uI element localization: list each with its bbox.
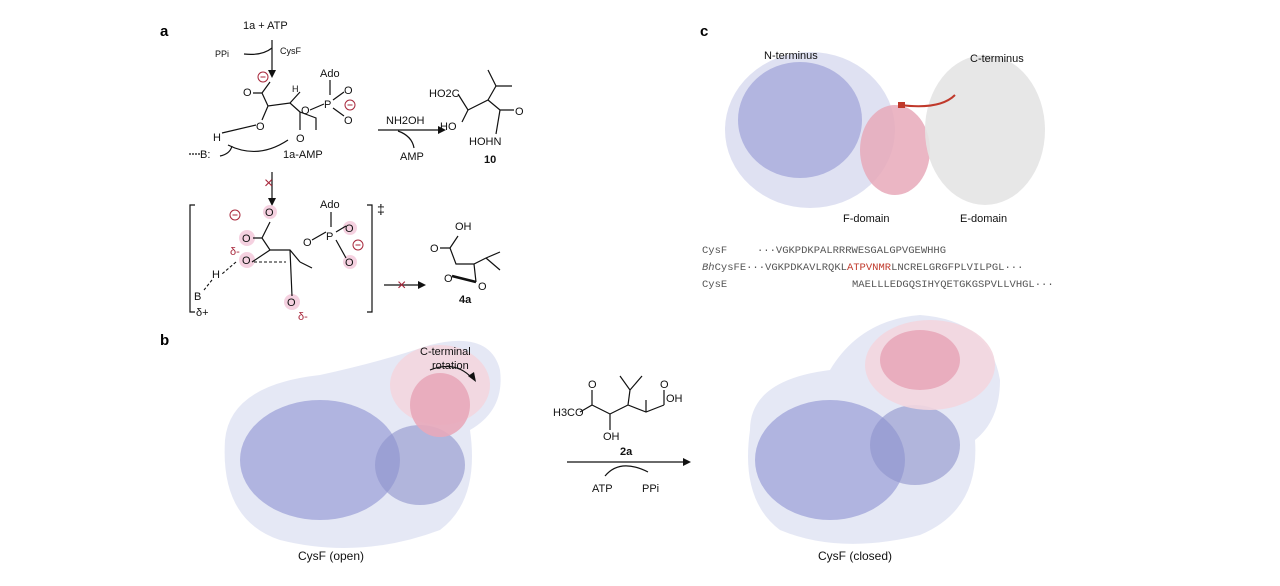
svg-text:O: O <box>344 115 353 127</box>
svg-text:O: O <box>296 133 305 145</box>
closed-caption: CysF (closed) <box>818 549 892 563</box>
e-domain-ribbon <box>925 55 1045 205</box>
svg-text:O: O <box>303 237 312 249</box>
svg-text:HO: HO <box>440 121 457 133</box>
open-caption: CysF (open) <box>298 549 364 563</box>
svg-text:P: P <box>326 231 333 243</box>
svg-text:O: O <box>345 223 354 235</box>
svg-text:‡: ‡ <box>377 201 385 217</box>
closed-core <box>870 405 960 485</box>
cysf-closed-structure <box>748 315 1000 544</box>
ado-label: Ado <box>320 68 340 80</box>
linker-highlight <box>899 94 956 108</box>
svg-text:O: O <box>345 257 354 269</box>
svg-text:O: O <box>242 233 251 245</box>
f-domain-label: F-domain <box>843 213 889 225</box>
svg-text:O: O <box>256 121 265 133</box>
svg-text:H: H <box>212 269 220 281</box>
panel-c-structure: N-terminus C-terminus F-domain E-domain <box>725 50 1045 225</box>
svg-text:δ+: δ+ <box>196 307 209 319</box>
alignment-row-bhcysfe: BhCysFE···VGKPDKAVLRQKLATPVNMRLNCRELGRGF… <box>702 262 1023 274</box>
ppi-label: PPi <box>215 49 229 59</box>
svg-text:B: B <box>194 291 201 303</box>
svg-text:O: O <box>444 273 453 285</box>
alignment-row-cysf: CysF ···VGKPDKPALRRRWESGALGPVGEWHHG <box>702 245 946 257</box>
svg-text:O: O <box>243 87 252 99</box>
intermediate-1a-amp-structure: O O H O P Ado O O O H B: <box>188 68 356 161</box>
ppi-label-b: PPi <box>642 483 659 495</box>
transition-state-structure: ‡ O O O δ- O δ- O P Ado O O H <box>189 199 385 323</box>
closed-c-domain <box>880 330 960 390</box>
rotation-label-1: C-terminal <box>420 346 471 358</box>
c-terminus-label: C-terminus <box>970 53 1024 65</box>
svg-text:O: O <box>430 243 439 255</box>
product-10-structure: HO2C HO O HOHN <box>429 69 524 148</box>
atp-label: ATP <box>592 483 613 495</box>
arrowhead <box>438 126 446 134</box>
n-domain-core <box>738 62 862 178</box>
svg-text:O: O <box>301 105 310 117</box>
amp-label: AMP <box>400 151 424 163</box>
svg-text:HO2C: HO2C <box>429 88 460 100</box>
highlighted-residues: ATPVNMR <box>847 262 892 274</box>
svg-text:O: O <box>515 106 524 118</box>
ppi-curved-arrow <box>243 47 273 55</box>
reagent-label: NH2OH <box>386 115 425 127</box>
n-terminus-label: N-terminus <box>764 50 818 62</box>
svg-text:O: O <box>344 85 353 97</box>
svg-text:O: O <box>287 297 296 309</box>
svg-text:HOHN: HOHN <box>469 136 501 148</box>
e-domain-label: E-domain <box>960 213 1007 225</box>
svg-text:H: H <box>292 84 299 94</box>
closed-n-domain <box>755 400 905 520</box>
cysf-open-structure <box>224 340 501 548</box>
product-4a-structure: OH O O O <box>430 221 501 293</box>
atp-curved-arrow <box>604 465 649 477</box>
panel-label-a: a <box>160 23 169 40</box>
arrowhead <box>418 281 426 289</box>
open-c-domain <box>410 373 470 437</box>
blocked-mark: × <box>264 175 273 192</box>
arrowhead <box>683 458 691 466</box>
arrowhead <box>268 70 276 78</box>
amp-curved-arrow <box>397 130 415 149</box>
svg-text:OH: OH <box>455 221 472 233</box>
substrate-label: 2a <box>620 446 633 458</box>
svg-text:δ-: δ- <box>230 246 240 258</box>
blocked-mark-2: × <box>397 277 406 294</box>
svg-text:O: O <box>265 207 274 219</box>
reactants: 1a + ATP <box>243 20 288 32</box>
rotation-arrow <box>429 365 473 379</box>
alignment-row-cyse: CysE MAELLLEDGQSIHYQETGKGSPVLLVHGL··· <box>702 279 1054 291</box>
panel-label-b: b <box>160 332 169 349</box>
svg-text:δ-: δ- <box>298 311 308 323</box>
substrate-2a-structure: H3CO O OH O OH <box>553 375 683 443</box>
svg-text:H3CO: H3CO <box>553 407 584 419</box>
open-core <box>375 425 465 505</box>
intermediate-label: 1a-AMP <box>283 149 323 161</box>
svg-text:Ado: Ado <box>320 199 340 211</box>
svg-text:O: O <box>660 379 669 391</box>
sequence-alignment: CysF ···VGKPDKPALRRRWESGALGPVGEWHHG BhCy… <box>702 245 1054 291</box>
rotation-label-2: rotation <box>432 360 469 372</box>
h-label: H <box>213 132 221 144</box>
svg-text:O: O <box>242 255 251 267</box>
panel-label-c: c <box>700 23 708 40</box>
arrowhead <box>268 198 276 206</box>
svg-text:OH: OH <box>666 393 683 405</box>
f-domain-ribbon <box>860 105 930 195</box>
open-n-domain <box>240 400 400 520</box>
svg-text:OH: OH <box>603 431 620 443</box>
linker-marker <box>898 102 905 108</box>
product-4a-label: 4a <box>459 294 472 306</box>
product-10-label: 10 <box>484 154 496 166</box>
svg-text:O: O <box>478 281 487 293</box>
enzyme-label: CysF <box>280 46 301 56</box>
arrowhead <box>468 372 476 382</box>
panel-a-scheme: 1a + ATP PPi CysF O O H O P Ado O O O H <box>188 20 524 323</box>
svg-text:O: O <box>588 379 597 391</box>
svg-text:P: P <box>324 99 331 111</box>
base-label: B: <box>200 149 210 161</box>
